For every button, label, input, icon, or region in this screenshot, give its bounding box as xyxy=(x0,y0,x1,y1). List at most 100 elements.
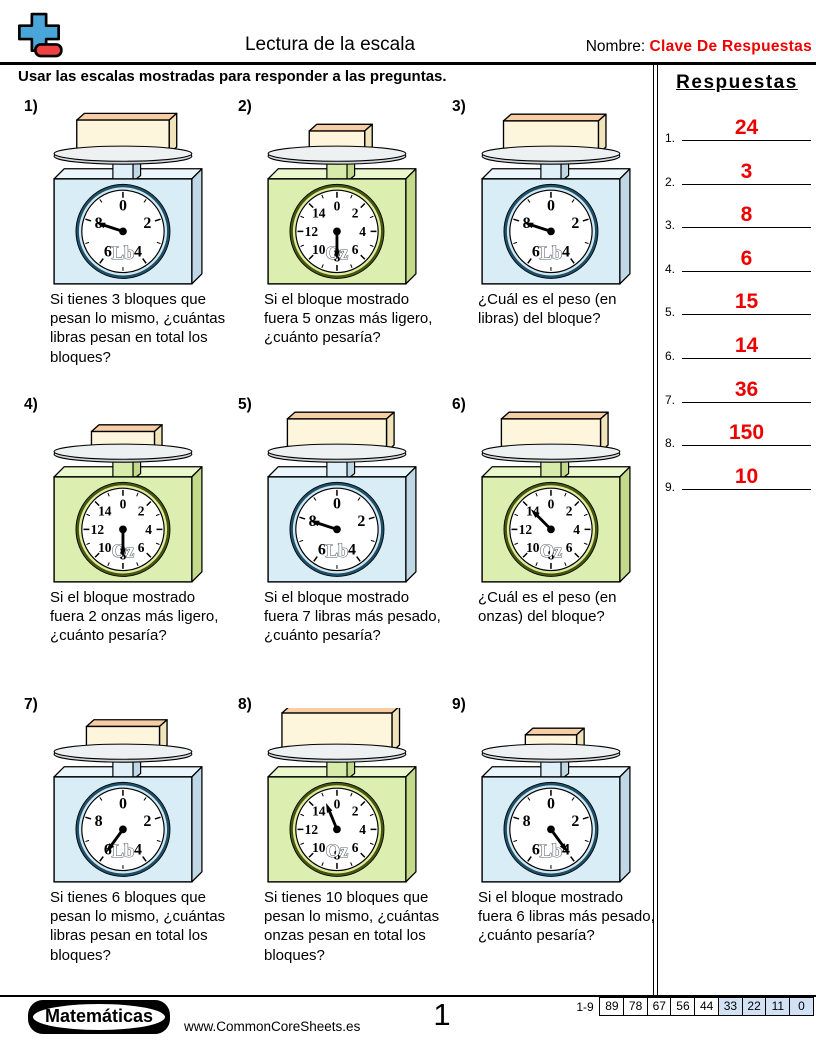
answer-number: 1. xyxy=(665,131,676,145)
svg-text:4: 4 xyxy=(359,822,366,837)
answer-row: 3.8 xyxy=(658,192,816,232)
svg-text:10: 10 xyxy=(312,242,326,257)
answer-line xyxy=(682,140,811,141)
problem-number: 6) xyxy=(452,396,466,413)
answer-value: 24 xyxy=(734,116,759,139)
scale-illustration: 02468Lb xyxy=(53,719,203,883)
problem-cell: 3)02468Lb¿Cuál es el peso (en libras) de… xyxy=(446,96,658,388)
instructions: Usar las escalas mostradas para responde… xyxy=(18,68,447,85)
answer-number: 9. xyxy=(665,479,676,494)
svg-text:0: 0 xyxy=(119,197,127,214)
svg-text:4: 4 xyxy=(145,522,152,537)
svg-text:0: 0 xyxy=(548,496,555,511)
answer-value: 6 xyxy=(740,246,753,270)
svg-text:6: 6 xyxy=(138,540,145,555)
answer-number: 3. xyxy=(665,218,676,233)
answer-line xyxy=(682,358,811,359)
name-label: Nombre: xyxy=(585,38,646,55)
svg-text:2: 2 xyxy=(352,206,359,221)
score-cell: 44 xyxy=(694,997,720,1016)
problem-number: 4) xyxy=(24,396,38,413)
problem-number: 5) xyxy=(238,396,252,413)
svg-text:14: 14 xyxy=(312,206,326,221)
answer-row: 6.14 xyxy=(658,323,816,363)
answer-number: 8. xyxy=(665,436,676,451)
svg-text:2: 2 xyxy=(566,504,573,519)
score-cell: 78 xyxy=(623,997,649,1016)
svg-text:4: 4 xyxy=(562,244,570,261)
answer-number: 7. xyxy=(665,392,676,407)
answer-value: 15 xyxy=(734,290,759,314)
answer-value: 150 xyxy=(728,421,765,445)
score-cell: 89 xyxy=(599,997,625,1016)
svg-text:6: 6 xyxy=(566,540,573,555)
answer-value: 8 xyxy=(740,203,753,227)
problem-number: 7) xyxy=(24,696,38,713)
svg-text:0: 0 xyxy=(334,198,341,213)
problem-question: Si tienes 3 bloques que pesan lo mismo, … xyxy=(50,291,226,366)
svg-text:6: 6 xyxy=(352,242,359,257)
brand-name: Matemáticas xyxy=(32,1003,167,1031)
svg-text:2: 2 xyxy=(138,504,145,519)
score-cell: 11 xyxy=(765,997,791,1016)
answer-line xyxy=(682,227,811,229)
problem-cell: 7)02468LbSi tienes 6 bloques que pesan l… xyxy=(18,694,230,986)
svg-text:10: 10 xyxy=(98,540,112,555)
answer-number: 6. xyxy=(665,349,676,363)
problem-question: Si el bloque mostrado fuera 7 libras más… xyxy=(264,589,441,645)
problem-number: 1) xyxy=(24,98,38,115)
svg-text:0: 0 xyxy=(120,496,127,511)
svg-text:2: 2 xyxy=(571,813,579,830)
scale-illustration: 02468Lb xyxy=(267,411,417,583)
answer-row: 1.24 xyxy=(658,105,816,145)
svg-text:4: 4 xyxy=(134,842,142,859)
svg-text:0: 0 xyxy=(333,495,341,512)
problem-question: Si el bloque mostrado fuera 2 onzas más … xyxy=(50,589,219,645)
answer-row: 5.15 xyxy=(658,279,816,319)
svg-text:2: 2 xyxy=(571,215,579,232)
svg-text:2: 2 xyxy=(143,813,151,830)
answer-row: 4.6 xyxy=(658,236,816,276)
page-title: Lectura de la escala xyxy=(244,34,416,55)
name-area: Nombre: Clave De Respuestas xyxy=(586,38,812,56)
scale-illustration: 02468Lb xyxy=(481,113,631,285)
svg-text:0: 0 xyxy=(119,795,127,812)
svg-text:8: 8 xyxy=(95,813,103,830)
problem-cell: 5) 02468Lb Si el bloque mostrado fuera 7 l… xyxy=(232,394,444,686)
svg-text:4: 4 xyxy=(134,244,142,261)
score-cell: 22 xyxy=(741,997,767,1016)
svg-text:Lb: Lb xyxy=(540,841,563,861)
answer-number: 5. xyxy=(665,305,676,320)
svg-text:12: 12 xyxy=(91,522,105,537)
brand-badge: Matemáticas xyxy=(28,1000,171,1034)
answer-value: 14 xyxy=(734,334,759,357)
svg-text:2: 2 xyxy=(143,215,151,232)
footer-divider xyxy=(0,995,816,997)
svg-text:0: 0 xyxy=(547,197,555,214)
answer-line xyxy=(682,488,811,490)
svg-text:0: 0 xyxy=(547,795,555,812)
svg-text:6: 6 xyxy=(352,840,359,855)
header: Lectura de la escala Nombre: Clave De Re… xyxy=(0,0,816,65)
svg-text:Oz: Oz xyxy=(326,841,349,861)
answer-line xyxy=(682,270,811,272)
svg-text:Lb: Lb xyxy=(112,841,135,861)
problem-question: Si tienes 10 bloques que pesan lo mismo,… xyxy=(264,889,440,964)
problem-question: Si el bloque mostrado fuera 6 libras más… xyxy=(478,889,655,945)
answer-row: 7.36 xyxy=(658,367,816,407)
answer-line xyxy=(682,445,811,447)
problem-cell: 1)02468LbSi tienes 3 bloques que pesan l… xyxy=(18,96,230,388)
score-range-label: 1-9 xyxy=(576,999,594,1014)
answer-line xyxy=(682,401,811,403)
svg-text:6: 6 xyxy=(532,842,540,859)
problem-question: ¿Cuál es el peso (en libras) del bloque? xyxy=(478,291,617,328)
answer-key-label: Clave De Respuestas xyxy=(649,38,812,55)
svg-text:12: 12 xyxy=(305,224,319,239)
